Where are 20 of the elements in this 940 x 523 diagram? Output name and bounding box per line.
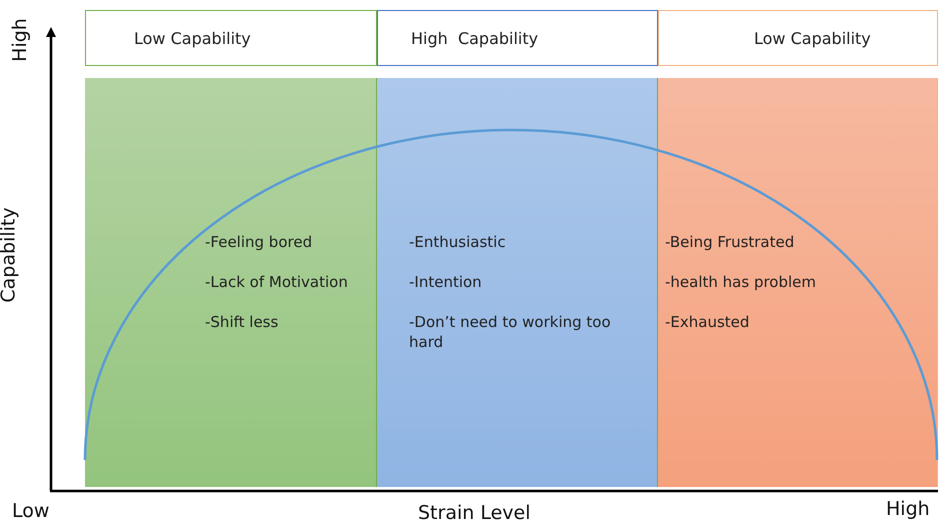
axis-title: Strain Level [418, 502, 530, 523]
zone-panel [85, 78, 377, 487]
axis-title: Capability [0, 207, 20, 303]
axis-end-label: Low [12, 500, 50, 522]
header-box [85, 10, 377, 66]
axis-end-label: High [8, 18, 31, 62]
axis-end-label: High [886, 498, 930, 520]
header-text: High Capability [411, 28, 538, 48]
zone-panel [658, 78, 938, 487]
bullet-text: -Being Frustrated [665, 232, 796, 252]
bullet-text: -health has problem [665, 272, 818, 292]
header-box [658, 10, 938, 66]
bullet-text: -Don’t need to working too hard [409, 312, 612, 352]
header-text: Low Capability [754, 28, 871, 48]
header-text: Low Capability [134, 28, 251, 48]
bullet-text: -Exhausted [665, 312, 750, 332]
header-box [377, 10, 658, 66]
zone-panel [377, 78, 658, 487]
bullet-text: -Enthusiastic [409, 232, 507, 252]
bullet-text: -Intention [409, 272, 483, 292]
